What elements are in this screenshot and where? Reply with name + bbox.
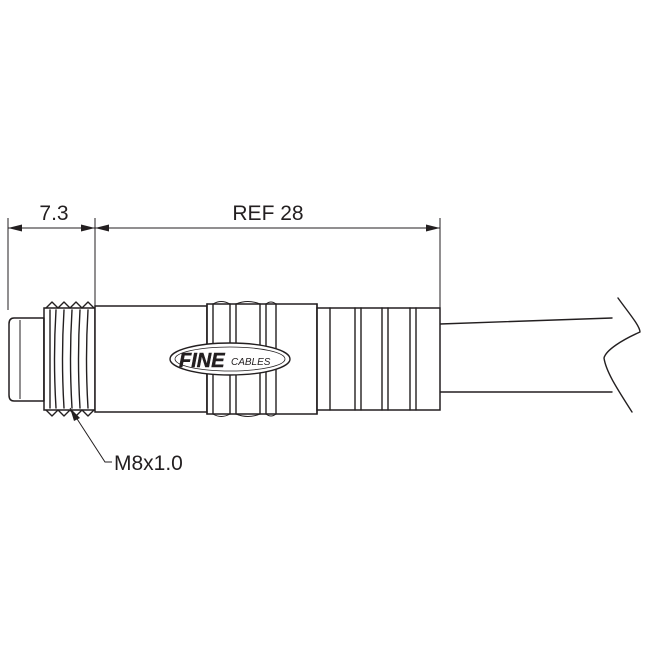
dimension-label-body-length: REF 28 <box>232 202 303 225</box>
thread-spec-label: M8x1.0 <box>114 452 183 475</box>
dimension-label-thread-length: 7.3 <box>39 202 68 225</box>
thread-section <box>43 301 96 417</box>
connector-tip <box>8 317 45 402</box>
thread-spec-callout: M8x1.0 <box>69 407 183 475</box>
fine-cables-logo: FINE CABLES <box>169 342 291 376</box>
dimension-thread-length: 7.3 <box>7 202 96 310</box>
dimension-body-length: REF 28 <box>95 202 441 314</box>
cable <box>439 297 641 413</box>
logo-text-cables: CABLES <box>231 357 271 368</box>
logo-text-fine: FINE <box>179 350 225 372</box>
